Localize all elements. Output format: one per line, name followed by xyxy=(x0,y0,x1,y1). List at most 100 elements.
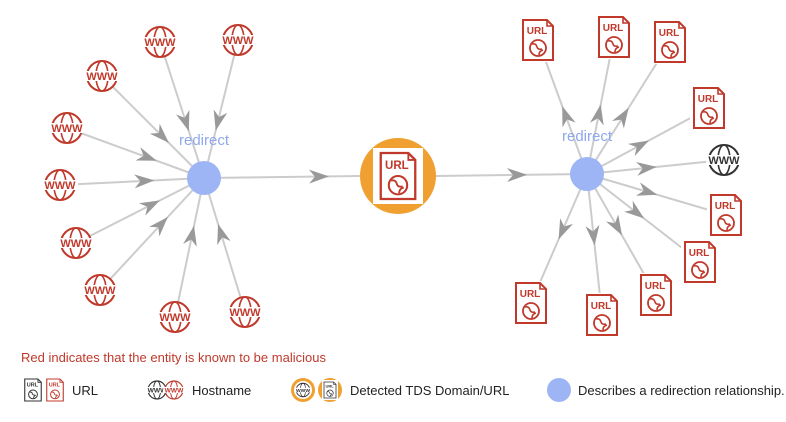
hostname-node[interactable]: WWW xyxy=(706,144,742,176)
redirect-edge xyxy=(435,173,588,177)
legend-hostname-label: Hostname xyxy=(192,382,252,398)
hostname-node[interactable]: WWW xyxy=(42,169,78,201)
url-node[interactable]: URL xyxy=(651,20,689,64)
svg-text:URL: URL xyxy=(715,201,736,212)
hostname-node[interactable]: WWW xyxy=(157,301,193,333)
redirection-graph: WWW WWW WWW WWW WWW WWW WWW WWW WWW URL URL URL URL W… xyxy=(42,15,745,337)
svg-text:WWW: WWW xyxy=(159,312,191,324)
svg-text:URL: URL xyxy=(698,94,719,105)
arrow-head xyxy=(585,224,600,246)
svg-text:URL: URL xyxy=(325,384,334,389)
right-redirect-hub[interactable] xyxy=(570,157,604,191)
svg-text:URL: URL xyxy=(603,23,624,34)
redirect-edge xyxy=(66,127,205,179)
hostname-node[interactable]: WWW xyxy=(227,296,263,328)
redirect-edge xyxy=(75,177,205,244)
legend-redirect: Describes a redirection relationship. xyxy=(546,376,785,404)
arrow-head xyxy=(562,106,576,128)
hub-label: redirect xyxy=(179,132,230,149)
edges xyxy=(59,36,727,318)
arrow-head xyxy=(308,169,329,184)
tds-url-icon[interactable]: URL xyxy=(322,381,338,399)
redirect-edge xyxy=(203,177,246,313)
www-icon-malicious[interactable]: WWW xyxy=(163,380,185,400)
svg-text:WWW: WWW xyxy=(296,388,310,394)
hostname-node[interactable]: WWW xyxy=(142,26,178,58)
arrow-head xyxy=(606,214,623,236)
svg-text:WWW: WWW xyxy=(222,35,254,47)
svg-text:URL: URL xyxy=(385,160,409,172)
redirect-edge xyxy=(159,41,205,179)
legend-tds: WWW URL Detected TDS Domain/URL xyxy=(290,376,509,404)
url-node[interactable]: URL xyxy=(707,193,745,237)
tds-url-node[interactable]: URL xyxy=(376,150,420,202)
hostname-node[interactable]: WWW xyxy=(82,274,118,306)
hostname-node[interactable]: WWW xyxy=(220,24,256,56)
arrow-head xyxy=(589,104,604,126)
hostname-node[interactable]: WWW xyxy=(49,112,85,144)
svg-text:URL: URL xyxy=(27,383,39,389)
arrow-head xyxy=(612,107,629,129)
svg-text:WWW: WWW xyxy=(148,387,167,394)
hostname-node[interactable]: WWW xyxy=(58,227,94,259)
svg-text:WWW: WWW xyxy=(51,123,83,135)
arrow-head xyxy=(138,200,160,216)
redirect-edge xyxy=(59,177,205,186)
arrow-head xyxy=(213,109,228,131)
legend-tds-label: Detected TDS Domain/URL xyxy=(350,382,510,398)
url-node[interactable]: URL xyxy=(583,293,621,337)
url-node[interactable]: URL xyxy=(595,15,633,59)
legend-malicious-note: Red indicates that the entity is known t… xyxy=(21,350,326,365)
svg-text:URL: URL xyxy=(49,383,61,389)
legend-redirect-label: Describes a redirection relationship. xyxy=(578,382,785,398)
arrow-head xyxy=(506,168,528,183)
url-icon-benign[interactable]: URL xyxy=(22,377,44,403)
arrow-head xyxy=(558,218,573,240)
svg-text:URL: URL xyxy=(645,281,666,292)
url-node[interactable]: URL xyxy=(519,18,557,62)
arrow-head xyxy=(636,161,657,176)
redirect-edge xyxy=(203,39,239,179)
hub-label: redirect xyxy=(562,128,613,145)
svg-text:URL: URL xyxy=(527,26,548,37)
redirect-edge xyxy=(99,177,205,291)
arrow-head xyxy=(134,174,155,189)
left-redirect-hub[interactable] xyxy=(187,161,221,195)
url-node[interactable]: URL xyxy=(637,273,675,317)
tds-www-icon[interactable]: WWW xyxy=(294,382,312,398)
svg-text:WWW: WWW xyxy=(144,37,176,49)
arrow-head xyxy=(176,110,190,132)
svg-text:URL: URL xyxy=(689,248,710,259)
hostname-node[interactable]: WWW xyxy=(84,60,120,92)
arrow-head xyxy=(624,200,645,219)
arrow-head xyxy=(135,147,157,161)
url-node[interactable]: URL xyxy=(681,240,719,284)
tds-icon: WWW URL xyxy=(291,378,342,402)
nodes: WWW WWW WWW WWW WWW WWW WWW WWW WWW URL URL URL URL W… xyxy=(42,15,745,337)
url-node[interactable]: URL xyxy=(512,281,550,325)
svg-text:WWW: WWW xyxy=(84,285,116,297)
arrow-head xyxy=(628,140,649,157)
svg-text:WWW: WWW xyxy=(165,387,184,394)
arrow-head xyxy=(636,182,658,196)
svg-text:URL: URL xyxy=(659,28,680,39)
arrow-head xyxy=(183,225,197,247)
legend-url-label: URL xyxy=(72,382,99,398)
url-icon-malicious[interactable]: URL xyxy=(44,377,66,403)
svg-text:URL: URL xyxy=(591,301,612,312)
url-node[interactable]: URL xyxy=(690,86,728,130)
redirect-edge xyxy=(101,75,205,179)
arrow-head xyxy=(149,216,168,237)
url-icon: URL URL xyxy=(22,377,66,403)
svg-text:WWW: WWW xyxy=(60,238,92,250)
redirect-edge xyxy=(203,175,361,179)
svg-text:WWW: WWW xyxy=(229,307,261,319)
arrow-head xyxy=(217,223,231,246)
svg-text:WWW: WWW xyxy=(86,71,118,83)
legend-url: URL URL URL xyxy=(22,376,98,404)
svg-text:WWW: WWW xyxy=(708,155,740,167)
svg-text:URL: URL xyxy=(520,289,541,300)
redirect-node-icon xyxy=(547,378,571,402)
